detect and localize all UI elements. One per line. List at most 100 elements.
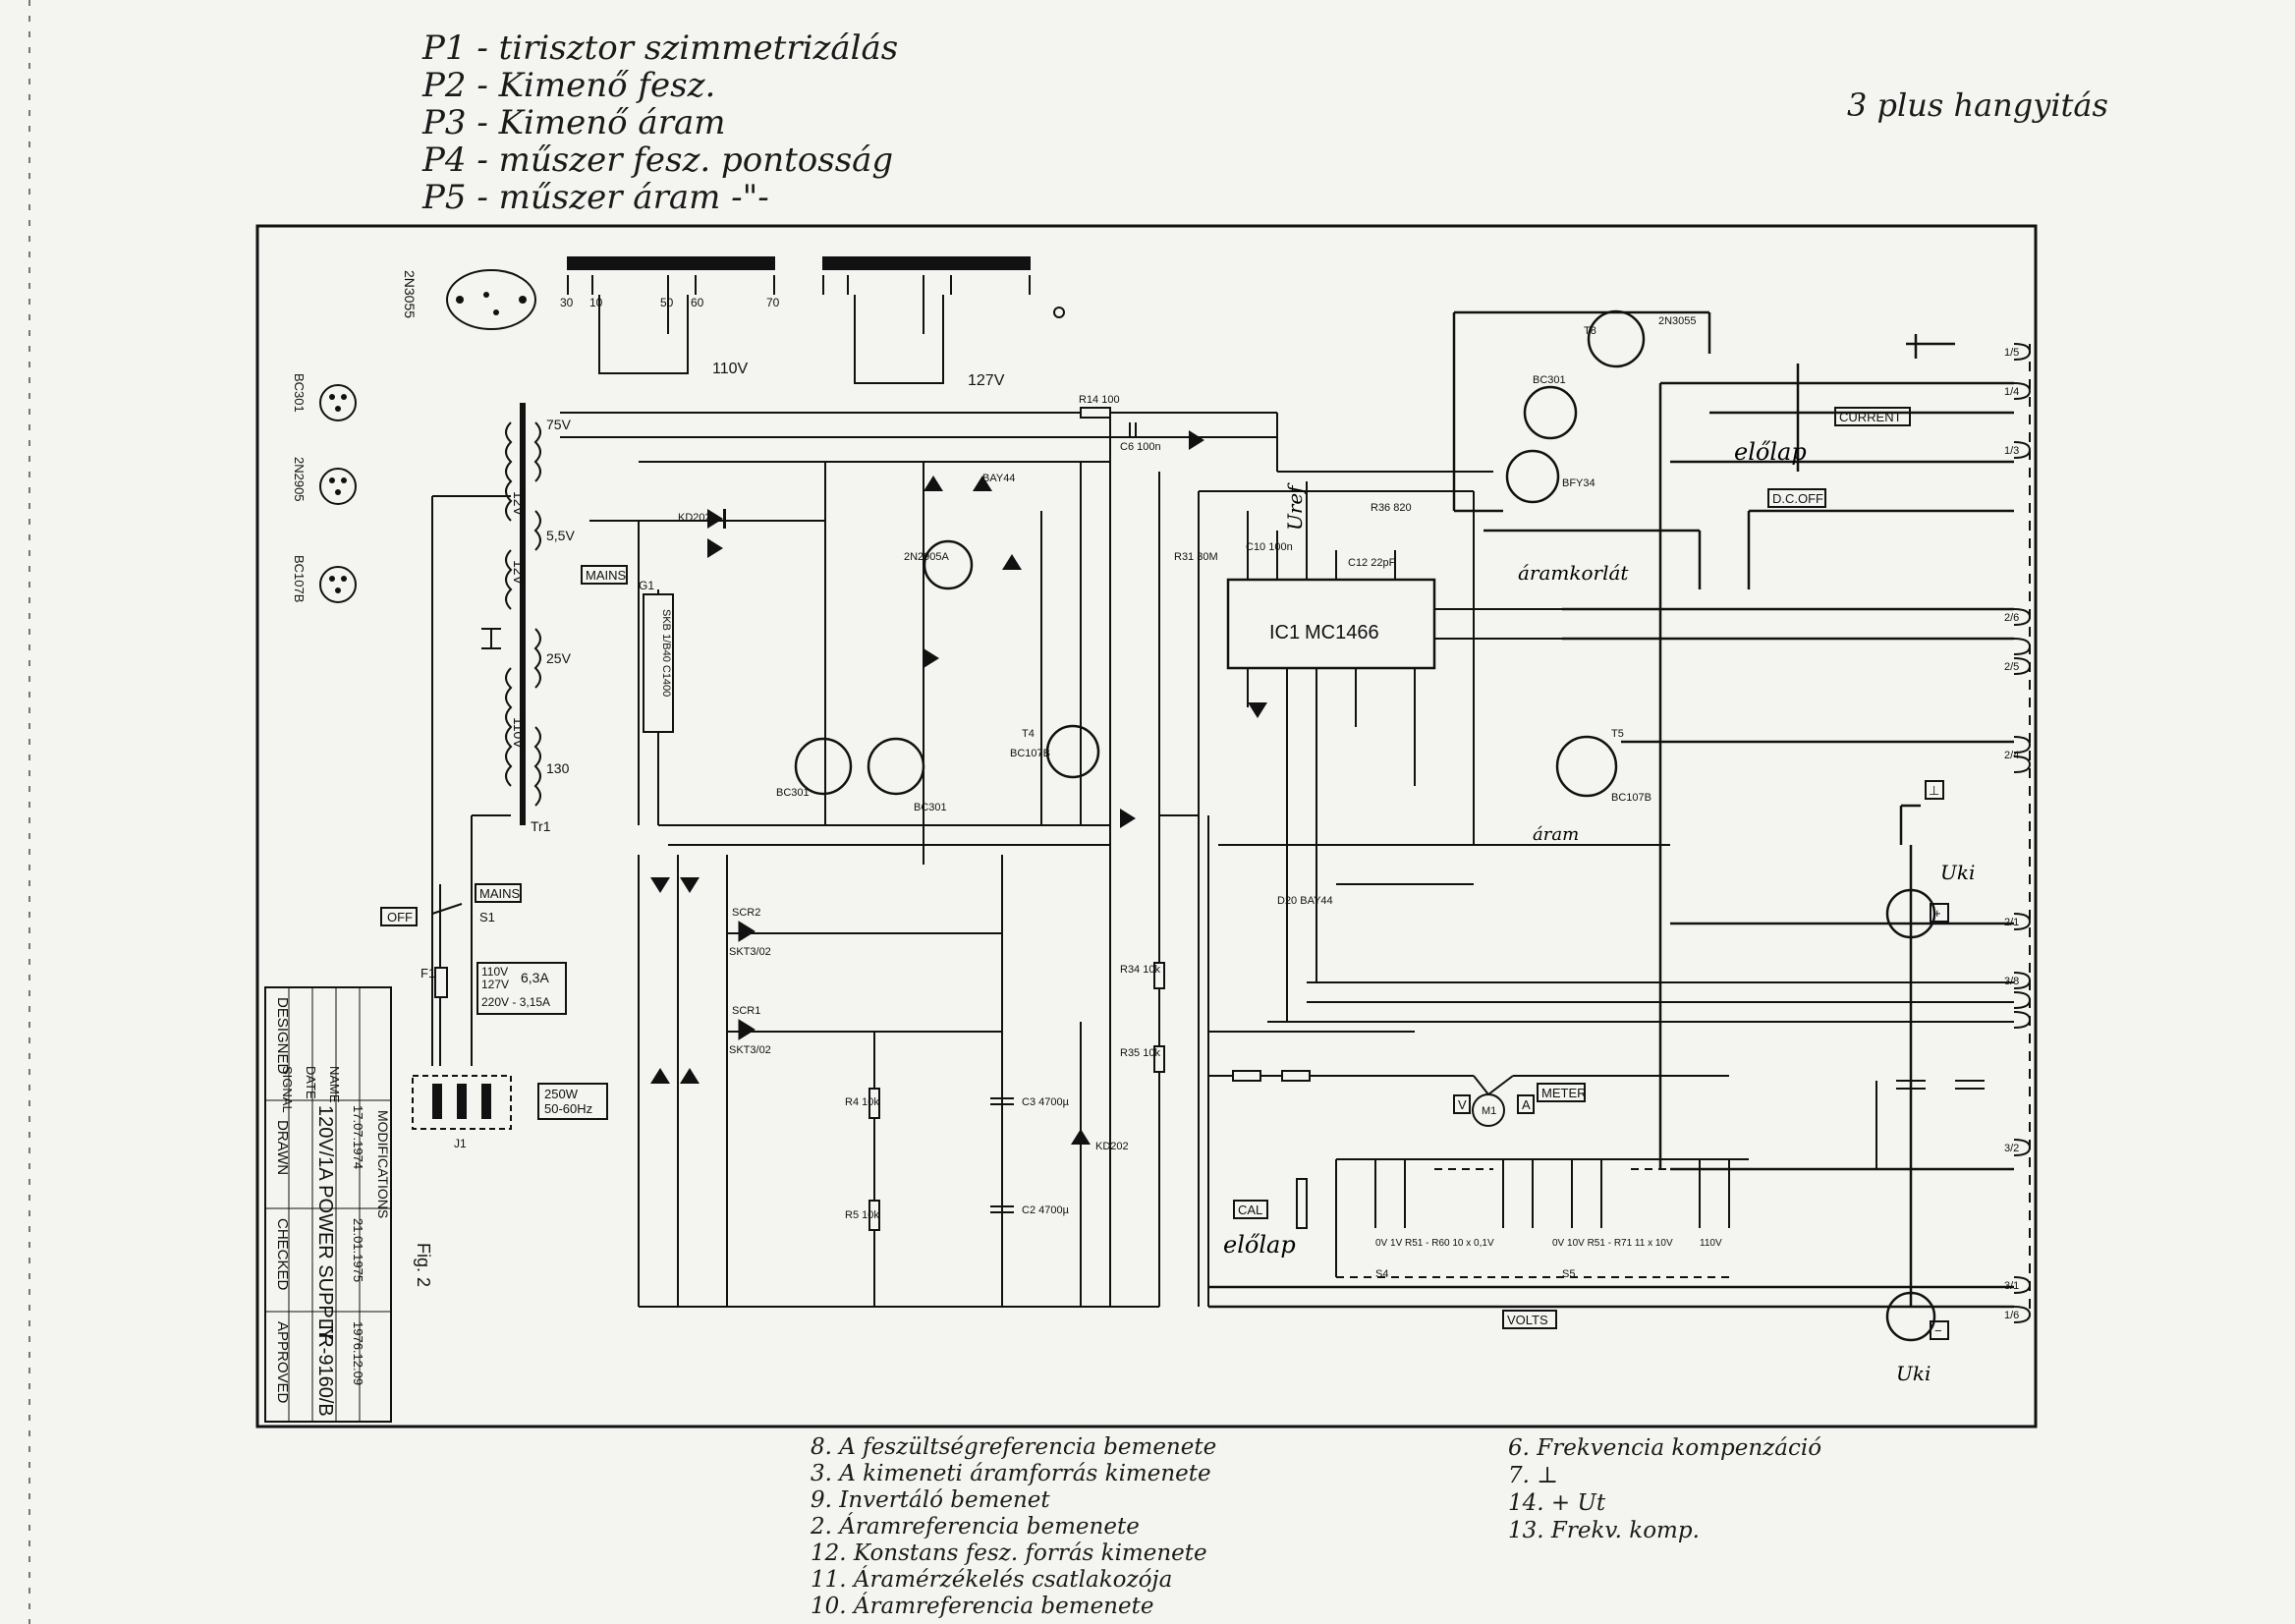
kd202-label-2: KD202: [678, 512, 711, 524]
sec-label: 110V: [511, 717, 527, 749]
r31-label: R31 30M: [1174, 551, 1218, 563]
handwritten-elolap-2: előlap: [1223, 1231, 1296, 1259]
top-rail-components: [1080, 407, 1493, 473]
c2-label: C2 4700µ: [1022, 1204, 1070, 1216]
output-caps: [1875, 1080, 1985, 1169]
title-signal: SIGNAL: [280, 1066, 295, 1113]
t8-type: 2N3055: [1658, 315, 1697, 327]
range-v2: 0V 10V R51 - R71 11 x 10V: [1552, 1238, 1673, 1249]
title-name: NAME: [327, 1066, 342, 1103]
pin-note: 13. Frekv. komp.: [1508, 1518, 1700, 1543]
scr1-type: SKT3/02: [729, 1044, 771, 1056]
current-label: CURRENT: [1839, 410, 1902, 424]
volts-label: VOLTS: [1507, 1313, 1548, 1327]
tr1-label: Tr1: [531, 818, 551, 834]
transformer-tr1: [431, 403, 541, 1066]
ic-ref: IC1: [1269, 622, 1300, 644]
note-line: P3 - Kimenő áram: [422, 103, 726, 142]
margin-note: 3 plus hangyitás: [1847, 86, 2108, 124]
title-date-1: 17.07.1974: [351, 1105, 365, 1169]
title-checked: CHECKED: [274, 1218, 291, 1291]
switch-s1-label: S1: [479, 910, 495, 924]
title-drawn: DRAWN: [274, 1120, 291, 1175]
mains-label-box: [475, 883, 522, 903]
handwritten-elolap: előlap: [1734, 438, 1807, 466]
power-rating-box: [537, 1083, 608, 1120]
handwritten-uref: Uref: [1283, 482, 1307, 531]
t4-ref: T4: [1022, 728, 1035, 740]
rectifier-section: [560, 412, 1415, 1308]
ground-terminal[interactable]: [1925, 780, 1944, 800]
j1-label: J1: [454, 1137, 467, 1150]
transistor-symbols-left: [794, 539, 1100, 796]
c10-label: C10 100n: [1246, 541, 1293, 553]
title-date-3: 1976.12.09: [351, 1321, 365, 1385]
terminal-number: 2/6: [2004, 612, 2019, 624]
title-block: SIGNAL DATE NAME DESIGNED DRAWN CHECKED …: [264, 986, 433, 1423]
ic-name: MC1466: [1305, 622, 1379, 644]
terminal-number: 3/2: [2004, 1143, 2019, 1154]
current-label-box: [1834, 407, 1911, 426]
pin-label: 30: [560, 296, 574, 309]
fuse-f1-label: F1: [420, 966, 435, 980]
t5-type: BC107B: [1611, 792, 1651, 804]
bay44-label: BAY44: [982, 473, 1015, 484]
fuse-rating: 220V - 3,15A: [481, 995, 550, 1009]
bridge-g1: [643, 593, 674, 733]
legend-bc301: BC301: [292, 373, 307, 413]
fuse-rating: 127V: [481, 978, 509, 991]
pin-label: 50: [660, 296, 674, 309]
handwritten-aram: áram: [1533, 824, 1579, 845]
pin-note: 9. Invertáló bemenet: [811, 1487, 1050, 1513]
mains-label-box: [581, 565, 628, 585]
v-tag-box: [1453, 1094, 1471, 1114]
note-line: P1 - tirisztor szimmetrizálás: [422, 28, 899, 68]
c6-label: C6 100n: [1120, 441, 1161, 453]
c12-label: C12 22pF: [1348, 557, 1396, 569]
mains-switch: [431, 884, 473, 1066]
terminal-number: 1/4: [2004, 386, 2019, 398]
sec-75v: 75V: [546, 417, 572, 432]
fuse-rating: 6,3A: [521, 970, 549, 985]
pin-note: 3. A kimeneti áramforrás kimenete: [811, 1461, 1211, 1486]
meter-label: METER: [1541, 1086, 1587, 1100]
pin-label: 60: [691, 296, 704, 309]
a-tag: A: [1522, 1097, 1531, 1112]
t4-type: BC107B: [1010, 748, 1050, 759]
t7-type: BC301: [1533, 374, 1566, 386]
minus-terminal[interactable]: [1930, 1320, 1949, 1340]
title-date-2: 21.01.1975: [351, 1218, 365, 1282]
r5-label: R5 10k: [845, 1209, 879, 1221]
handwritten-aramkorlat: áramkorlát: [1518, 561, 1629, 585]
minus-sign: −: [1934, 1323, 1942, 1338]
cal-label-box: [1233, 1200, 1268, 1219]
transistor-legends: 2N3055 BC301 2N2905 BC107B: [292, 269, 536, 603]
figure-label: Fig. 2: [414, 1243, 433, 1287]
terminal-number: 2/4: [2004, 750, 2019, 761]
output-terminals: [2013, 343, 2032, 1323]
a-tag-box: [1517, 1094, 1535, 1114]
terminal-number: 3/8: [2004, 976, 2019, 987]
fuse-rating: 110V: [481, 965, 508, 979]
ic-mc1466: [1226, 578, 1436, 670]
legend-2n2905: 2N2905: [292, 457, 307, 502]
t1-type: 2N2905A: [904, 551, 950, 563]
kd202-label: KD202: [1095, 1141, 1129, 1152]
sec-label: 12V: [511, 491, 527, 517]
plus-sign: +: [1933, 906, 1941, 921]
sec-label: 12V: [511, 560, 527, 586]
output-stage: [1208, 309, 2014, 1342]
title-designed: DESIGNED: [274, 997, 291, 1075]
r35-label: R35 10k: [1120, 1047, 1160, 1059]
pin-notes-left: 8. A feszültségreferencia bemenete 3. A …: [811, 1434, 1216, 1620]
pin-note: 2. Áramreferencia bemenete: [811, 1514, 1140, 1540]
c3-label: C3 4700µ: [1022, 1096, 1070, 1108]
drawing-frame: [255, 224, 2038, 1428]
title-date: DATE: [304, 1066, 318, 1099]
meter-section: [1208, 1070, 1749, 1278]
plus-terminal[interactable]: [1930, 903, 1949, 923]
pin-note: 8. A feszültségreferencia bemenete: [811, 1434, 1217, 1460]
note-line: P5 - műszer áram -"-: [422, 178, 769, 217]
primary-127v: 127V: [968, 372, 1005, 389]
off-label: OFF: [387, 910, 413, 924]
